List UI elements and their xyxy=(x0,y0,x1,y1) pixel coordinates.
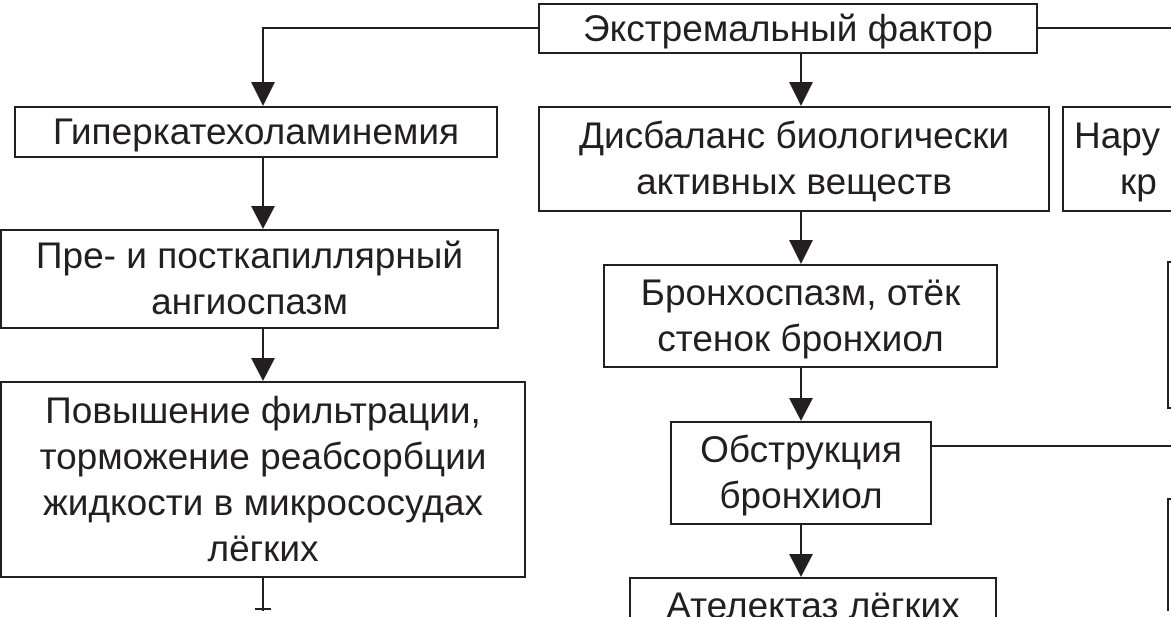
box-filtration-line-2: торможение реабсорбции xyxy=(39,435,487,477)
partial-box-right-upper xyxy=(1167,261,1171,409)
box-extreme-factor-line-1: Экстремальный фактор xyxy=(583,7,993,49)
box-filtration: Повышение фильтрации, торможение реабсор… xyxy=(0,381,526,578)
box-imbalance-line-1: Дисбаланс биологически xyxy=(578,115,1010,156)
box-extreme-factor: Экстремальный фактор xyxy=(538,3,1038,54)
arrowhead-imbalance xyxy=(789,82,813,106)
box-angiospasm-line-2: ангиоспазм xyxy=(151,281,348,322)
box-obstruction-line-2: бронхиол xyxy=(719,475,883,516)
box-filtration-line-1: Повышение фильтрации, xyxy=(45,389,481,431)
arrowhead-angiospasm xyxy=(251,206,275,229)
box-bronchospasm-line-1: Бронхоспазм, отёк xyxy=(640,272,961,313)
arrowhead-bronchospasm xyxy=(789,240,813,264)
box-filtration-line-3: жидкости в микрососудах xyxy=(43,481,483,523)
arrowhead-obstruction xyxy=(789,398,813,421)
box-bronchospasm: Бронхоспазм, отёк стенок бронхиол xyxy=(603,264,998,368)
box-obstruction-line-1: Обструкция xyxy=(700,429,902,470)
arrowhead-filtration xyxy=(251,358,275,381)
box-filtration-line-4: лёгких xyxy=(207,527,319,569)
box-hypercatecholaminemia: Гиперкатехоламинемия xyxy=(14,106,498,158)
box-atelectasis-partial: Ателектаз лёгких xyxy=(629,577,997,617)
box-angiospasm: Пре- и посткапиллярный ангиоспазм xyxy=(0,229,499,329)
box-bronchospasm-line-2: стенок бронхиол xyxy=(657,318,944,359)
box-imbalance: Дисбаланс биологически активных веществ xyxy=(538,106,1050,212)
box-disorder-line-2: кр xyxy=(1120,161,1157,202)
partial-box-right-lower xyxy=(1167,498,1171,611)
box-hypercatecholaminemia-line-1: Гиперкатехоламинемия xyxy=(52,111,460,152)
box-imbalance-line-2: активных веществ xyxy=(636,161,952,202)
box-disorder-partial: Нару кр xyxy=(1062,106,1171,212)
box-atelectasis-line-1: Ателектаз лёгких xyxy=(666,585,960,617)
box-disorder-line-1: Нару xyxy=(1074,115,1160,156)
connector-factor-to-hypercatecholaminemia xyxy=(262,27,538,82)
arrowhead-atelectasis xyxy=(789,554,813,577)
arrowhead-hypercatecholaminemia xyxy=(251,82,275,106)
box-angiospasm-line-1: Пре- и посткапиллярный xyxy=(35,235,464,276)
box-obstruction: Обструкция бронхиол xyxy=(670,421,932,525)
